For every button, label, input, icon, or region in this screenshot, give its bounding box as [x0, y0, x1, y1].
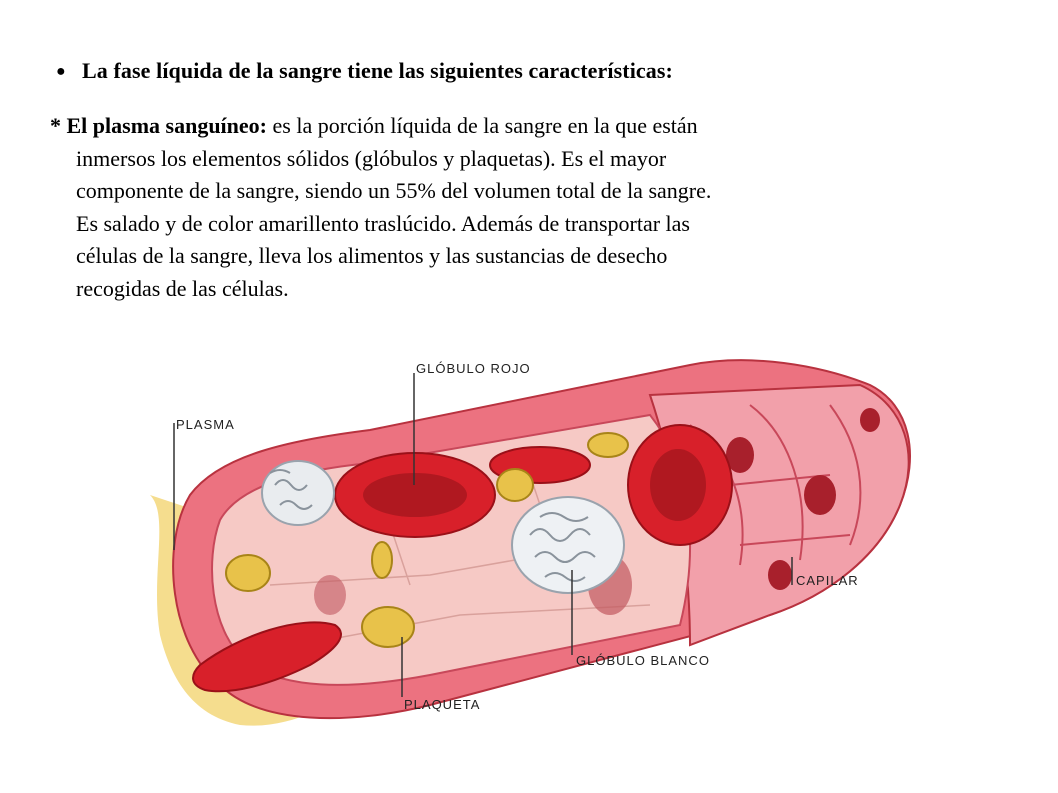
cell-nucleus: [726, 437, 754, 473]
label-globulo-rojo: GLÓBULO ROJO: [416, 361, 531, 376]
paragraph-term: * El plasma sanguíneo:: [50, 113, 267, 138]
red-blood-cell-center: [363, 473, 467, 517]
lumen-cell-lines: [269, 474, 651, 646]
cell-nucleus: [804, 475, 836, 515]
platelet: [225, 554, 271, 592]
paragraph-line-6: recogidas de las células.: [76, 275, 289, 301]
cell-nucleus: [768, 560, 792, 590]
red-blood-cell: [192, 621, 342, 693]
heading-text: La fase líquida de la sangre tiene las s…: [82, 58, 673, 83]
paragraph-line-4: Es salado y de color amarillento traslúc…: [76, 210, 690, 236]
platelet: [371, 541, 393, 579]
platelet: [496, 468, 534, 502]
plasma-paragraph: * El plasma sanguíneo: es la porción líq…: [50, 110, 950, 305]
white-blood-cell: [261, 460, 335, 526]
platelet: [587, 432, 629, 458]
paragraph-line-5: células de la sangre, lleva los alimento…: [76, 243, 668, 268]
platelet: [361, 606, 415, 648]
label-plaqueta: PLAQUETA: [404, 697, 480, 712]
heading: ● La fase líquida de la sangre tiene las …: [56, 58, 1016, 84]
label-plasma: PLASMA: [176, 417, 235, 432]
cell-borders: [689, 404, 862, 566]
paragraph-line-1-text: es la porción líquida de la sangre en la…: [267, 113, 698, 138]
red-blood-cell-center: [650, 449, 706, 521]
paragraph-line-3: componente de la sangre, siendo un 55% d…: [76, 178, 712, 203]
paragraph-line-1: * El plasma sanguíneo: es la porción líq…: [50, 110, 950, 143]
red-blood-cell-shadow: [314, 575, 346, 615]
white-blood-cell: [511, 496, 625, 594]
cell-nucleus: [860, 408, 880, 432]
label-globulo-blanco: GLÓBULO BLANCO: [576, 653, 710, 668]
leader-lines: [173, 373, 793, 697]
label-capilar: CAPILAR: [796, 573, 859, 588]
paragraph-line-2: inmersos los elementos sólidos (glóbulos…: [76, 145, 667, 171]
capillary-illustration: PLASMA GLÓBULO ROJO CAPILAR GLÓBULO BLAN…: [150, 359, 911, 726]
bullet-icon: ●: [56, 63, 66, 80]
